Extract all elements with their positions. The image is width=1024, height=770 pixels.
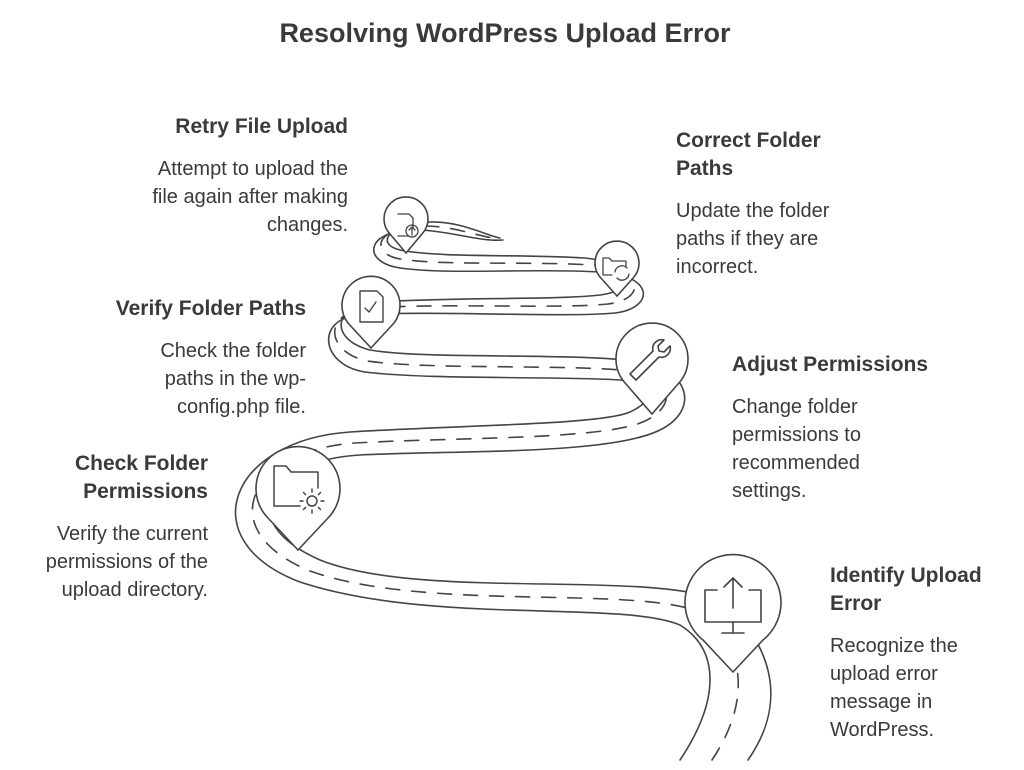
step-adjust-permissions: Adjust Permissions Change folder permiss… <box>732 351 972 505</box>
step-heading: Identify Upload Error <box>830 564 982 615</box>
pin-verify-folder-paths <box>341 275 401 350</box>
step-heading: Retry File Upload <box>175 115 348 138</box>
step-description: Verify the current permissions of the up… <box>45 523 208 601</box>
step-description: Recognize the upload error message in Wo… <box>830 635 958 741</box>
pin-correct-folder-paths <box>594 240 640 298</box>
folder-refresh-icon <box>602 257 630 281</box>
step-verify-folder-paths: Verify Folder Paths Check the folder pat… <box>86 295 306 421</box>
step-correct-folder-paths: Correct Folder Paths Update the folder p… <box>676 127 856 281</box>
step-description: Check the folder paths in the wp-config.… <box>160 340 306 418</box>
step-check-folder-permissions: Check Folder Permissions Verify the curr… <box>8 450 208 604</box>
folder-gear-icon <box>273 465 325 514</box>
road-center-line <box>251 225 740 761</box>
pin-adjust-permissions <box>615 322 689 416</box>
upload-monitor-icon <box>704 577 762 634</box>
wrench-icon <box>629 338 672 381</box>
step-heading: Check Folder Permissions <box>74 452 208 503</box>
step-heading: Verify Folder Paths <box>115 297 306 320</box>
step-heading: Adjust Permissions <box>732 353 929 376</box>
page-title: Resolving WordPress Upload Error <box>279 18 731 48</box>
step-heading: Correct Folder Paths <box>676 129 821 180</box>
file-upload-icon <box>397 213 419 238</box>
step-retry-file-upload: Retry File Upload Attempt to upload the … <box>140 113 348 239</box>
step-description: Update the folder paths if they are inco… <box>676 200 830 278</box>
road-edge-inner <box>234 229 711 761</box>
step-description: Change folder permissions to recommended… <box>732 396 861 502</box>
pin-identify-upload-error <box>684 553 782 674</box>
step-description: Attempt to upload the file again after m… <box>152 158 348 236</box>
step-identify-upload-error: Identify Upload Error Recognize the uplo… <box>830 562 1015 744</box>
file-check-icon <box>359 290 384 323</box>
road-edge-outer <box>268 221 772 761</box>
pin-check-folder-permissions <box>255 445 341 552</box>
pin-retry-file-upload <box>383 196 429 255</box>
